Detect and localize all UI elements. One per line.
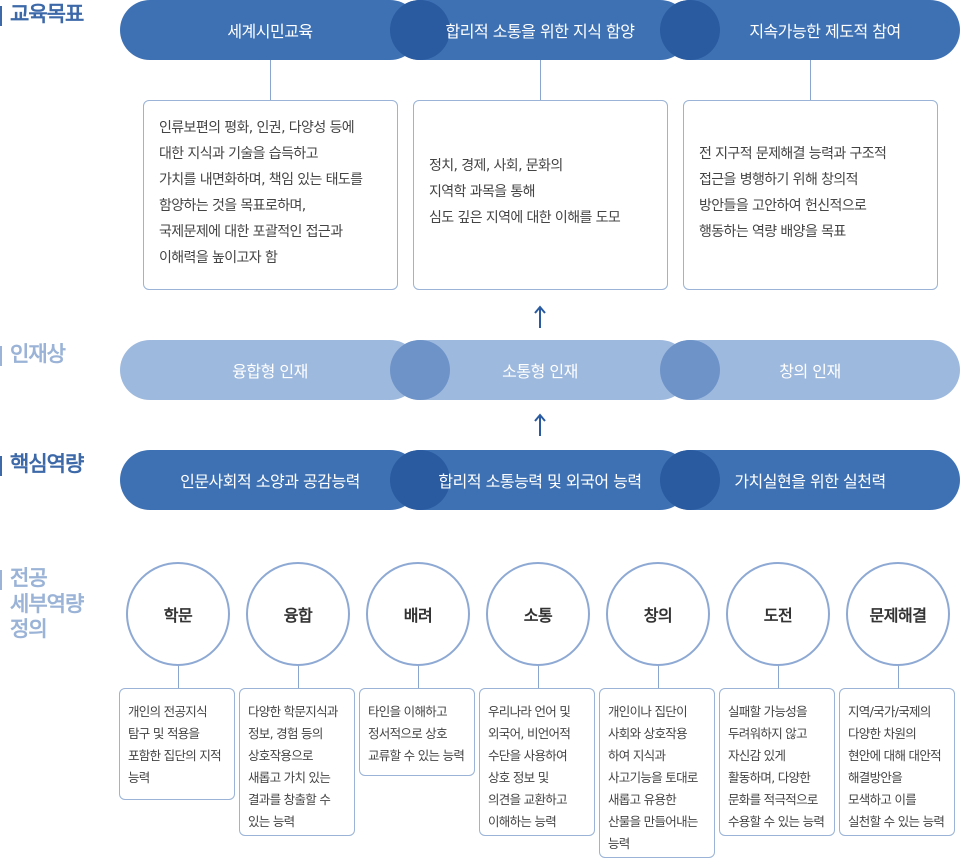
major-competency-circle: 문제해결 [846,562,950,666]
section-label-goals: 교육목표 [0,2,122,28]
connector-line [810,60,811,100]
major-competency-description: 다양한 학문지식과 정보, 경험 등의 상호작용으로 새롭고 가치 있는 결과를… [239,688,355,836]
pill-overlap [660,340,720,400]
pill-overlap [660,0,720,60]
pill-overlap [660,450,720,510]
talent-label: 창의 인재 [779,362,841,381]
connector-line [898,666,899,688]
connector-line [540,60,541,100]
competency-pill-practice-label: 가치실현을 위한 실천력 [690,450,930,510]
major-competency-name: 융합 [283,606,313,625]
goal-description-box: 전 지구적 문제해결 능력과 구조적 접근을 병행하기 위해 창의적 방안들을 … [683,100,938,290]
talent-label: 융합형 인재 [232,362,308,381]
section-label-talent: 인재상 [0,342,122,368]
connector-line [418,666,419,688]
major-competency-description: 타인을 이해하고 정서적으로 상호 교류할 수 있는 능력 [359,688,475,776]
goal-pill-participation-label: 지속가능한 제도적 참여 [690,0,960,60]
major-competency-name: 창의 [643,606,673,625]
major-competency-name: 문제해결 [869,606,927,625]
major-competency-name: 배려 [403,606,433,625]
connector-line [538,666,539,688]
up-arrow-icon [534,305,546,328]
goal-description-box: 정치, 경제, 사회, 문화의 지역학 과목을 통해 심도 깊은 지역에 대한 … [413,100,668,290]
major-competency-description: 실패할 가능성을 두려워하지 않고 자신감 있게 활동하며, 다양한 문화를 적… [719,688,835,836]
connector-line [298,666,299,688]
goal-pill-knowledge-label: 합리적 소통을 위한 지식 함양 [420,0,660,60]
competency-label: 합리적 소통능력 및 외국어 능력 [438,472,642,491]
goal-description: 인류보편의 평화, 인권, 다양성 등에 대한 지식과 기술을 습득하고 가치를… [159,120,363,266]
connector-line [778,666,779,688]
talent-label: 소통형 인재 [502,362,578,381]
major-competency-circle: 배려 [366,562,470,666]
goal-description: 전 지구적 문제해결 능력과 구조적 접근을 병행하기 위해 창의적 방안들을 … [699,146,887,240]
goal-label: 지속가능한 제도적 참여 [749,22,901,41]
talent-pill-communication-label: 소통형 인재 [420,340,660,400]
major-competency-description: 우리나라 언어 및 외국어, 비언어적 수단을 사용하여 상호 정보 및 의견을… [479,688,595,836]
competency-label: 인문사회적 소양과 공감능력 [180,472,360,491]
competency-pill-humanities: 인문사회적 소양과 공감능력 [120,450,420,510]
talent-pill-creative-label: 창의 인재 [690,340,930,400]
major-competency-circle: 소통 [486,562,590,666]
major-competency-description: 지역/국가/국제의 다양한 차원의 현안에 대해 대안적 해결방안을 모색하고 … [839,688,955,836]
major-competency-name: 소통 [523,606,553,625]
pill-overlap [390,340,450,400]
connector-line [658,666,659,688]
up-arrow-icon [534,413,546,436]
talent-pill-convergence: 융합형 인재 [120,340,420,400]
connector-line [178,666,179,688]
pill-overlap [390,450,450,510]
section-label-major: 전공 세부역량 정의 [0,566,122,643]
goal-pill-global-citizenship: 세계시민교육 [120,0,420,60]
major-competency-circle: 학문 [126,562,230,666]
major-competency-name: 도전 [763,606,793,625]
competency-label: 가치실현을 위한 실천력 [734,472,886,491]
major-competency-description: 개인이나 집단이 사회와 상호작용 하여 지식과 사고기능을 토대로 새롭고 유… [599,688,715,858]
major-competency-name: 학문 [163,606,193,625]
goal-label: 합리적 소통을 위한 지식 함양 [445,22,635,41]
major-competency-circle: 도전 [726,562,830,666]
major-competency-circle: 융합 [246,562,350,666]
major-competency-description: 개인의 전공지식 탐구 및 적용을 포함한 집단의 지적 능력 [119,688,235,800]
connector-line [270,60,271,100]
competency-pill-communication-label: 합리적 소통능력 및 외국어 능력 [420,450,660,510]
goal-label: 세계시민교육 [227,22,313,41]
goal-description-box: 인류보편의 평화, 인권, 다양성 등에 대한 지식과 기술을 습득하고 가치를… [143,100,398,290]
pill-overlap [390,0,450,60]
section-label-competency: 핵심역량 [0,452,122,478]
major-competency-circle: 창의 [606,562,710,666]
goal-description: 정치, 경제, 사회, 문화의 지역학 과목을 통해 심도 깊은 지역에 대한 … [429,158,621,226]
